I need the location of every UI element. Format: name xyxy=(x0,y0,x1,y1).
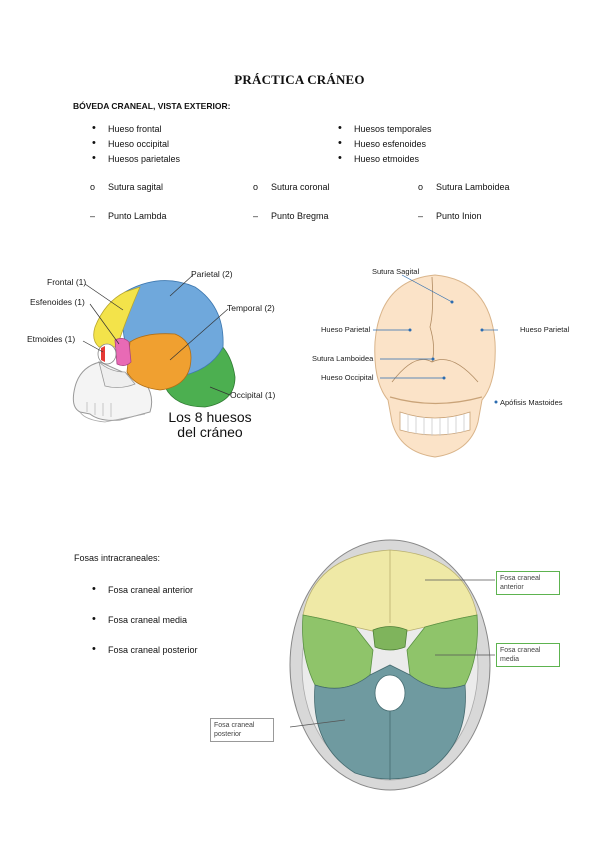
skull-posterior-figure xyxy=(373,274,498,458)
temporal-bone-shape xyxy=(126,333,192,391)
label-apofisis-mastoides: Apófisis Mastoides xyxy=(500,398,563,407)
foramen-magnum-shape xyxy=(374,674,406,712)
label-box-fosa-media: Fosa craneal media xyxy=(496,643,560,667)
label-box-fosa-posterior: Fosa craneal posterior xyxy=(210,718,274,742)
section-heading-fosas: Fosas intracraneales: xyxy=(74,553,161,563)
list-item: Hueso occipital xyxy=(90,136,180,152)
figure1-caption: Los 8 huesos del cráneo xyxy=(168,409,252,440)
page-title: PRÁCTICA CRÁNEO xyxy=(234,72,365,87)
label-hueso-parietal-left: Hueso Parietal xyxy=(321,325,371,334)
label-sutura-sagital: Sutura Sagital xyxy=(372,267,420,276)
frontal-bone-shape xyxy=(93,286,141,348)
section-heading-boveda: BÓVEDA CRANEAL, VISTA EXTERIOR: xyxy=(73,101,231,111)
sagittal-suture-line xyxy=(429,276,434,363)
fossa-list: Fosa craneal anterior Fosa craneal media… xyxy=(90,574,198,665)
label-hueso-parietal-right: Hueso Parietal xyxy=(520,325,570,334)
cranial-base-figure xyxy=(289,539,495,791)
label-occipital: Occipital (1) xyxy=(230,390,276,400)
list-item: Hueso esfenoides xyxy=(336,136,432,152)
bone-list-right: Huesos temporales Hueso esfenoides Hueso… xyxy=(336,121,432,167)
bone-list-left: Hueso frontal Hueso occipital Huesos par… xyxy=(90,121,180,167)
point-item: –Punto Lambda xyxy=(90,211,167,221)
label-etmoides: Etmoides (1) xyxy=(27,334,76,344)
point-item: –Punto Bregma xyxy=(253,211,329,221)
label-temporal: Temporal (2) xyxy=(227,303,275,313)
label-hueso-occipital: Hueso Occipital xyxy=(321,373,374,382)
label-sutura-lamboidea: Sutura Lamboidea xyxy=(312,354,374,363)
label-box-fosa-anterior: Fosa craneal anterior xyxy=(496,571,560,595)
list-item: Fosa craneal posterior xyxy=(90,634,198,665)
point-item: –Punto Inion xyxy=(418,211,482,221)
list-item: Huesos temporales xyxy=(336,121,432,137)
label-esfenoides: Esfenoides (1) xyxy=(30,297,85,307)
list-item: Fosa craneal anterior xyxy=(90,574,198,605)
label-parietal: Parietal (2) xyxy=(191,269,233,279)
list-item: Huesos parietales xyxy=(90,151,180,167)
sphenoid-bone-shape xyxy=(114,338,132,366)
list-item: Hueso frontal xyxy=(90,121,180,137)
lambdoid-suture-line xyxy=(391,359,479,383)
label-frontal: Frontal (1) xyxy=(47,277,87,287)
list-item: Fosa craneal media xyxy=(90,604,198,635)
skull-lateral-figure xyxy=(72,274,236,423)
list-item: Hueso etmoides xyxy=(336,151,432,167)
ethmoid-bone-shape xyxy=(101,346,105,362)
